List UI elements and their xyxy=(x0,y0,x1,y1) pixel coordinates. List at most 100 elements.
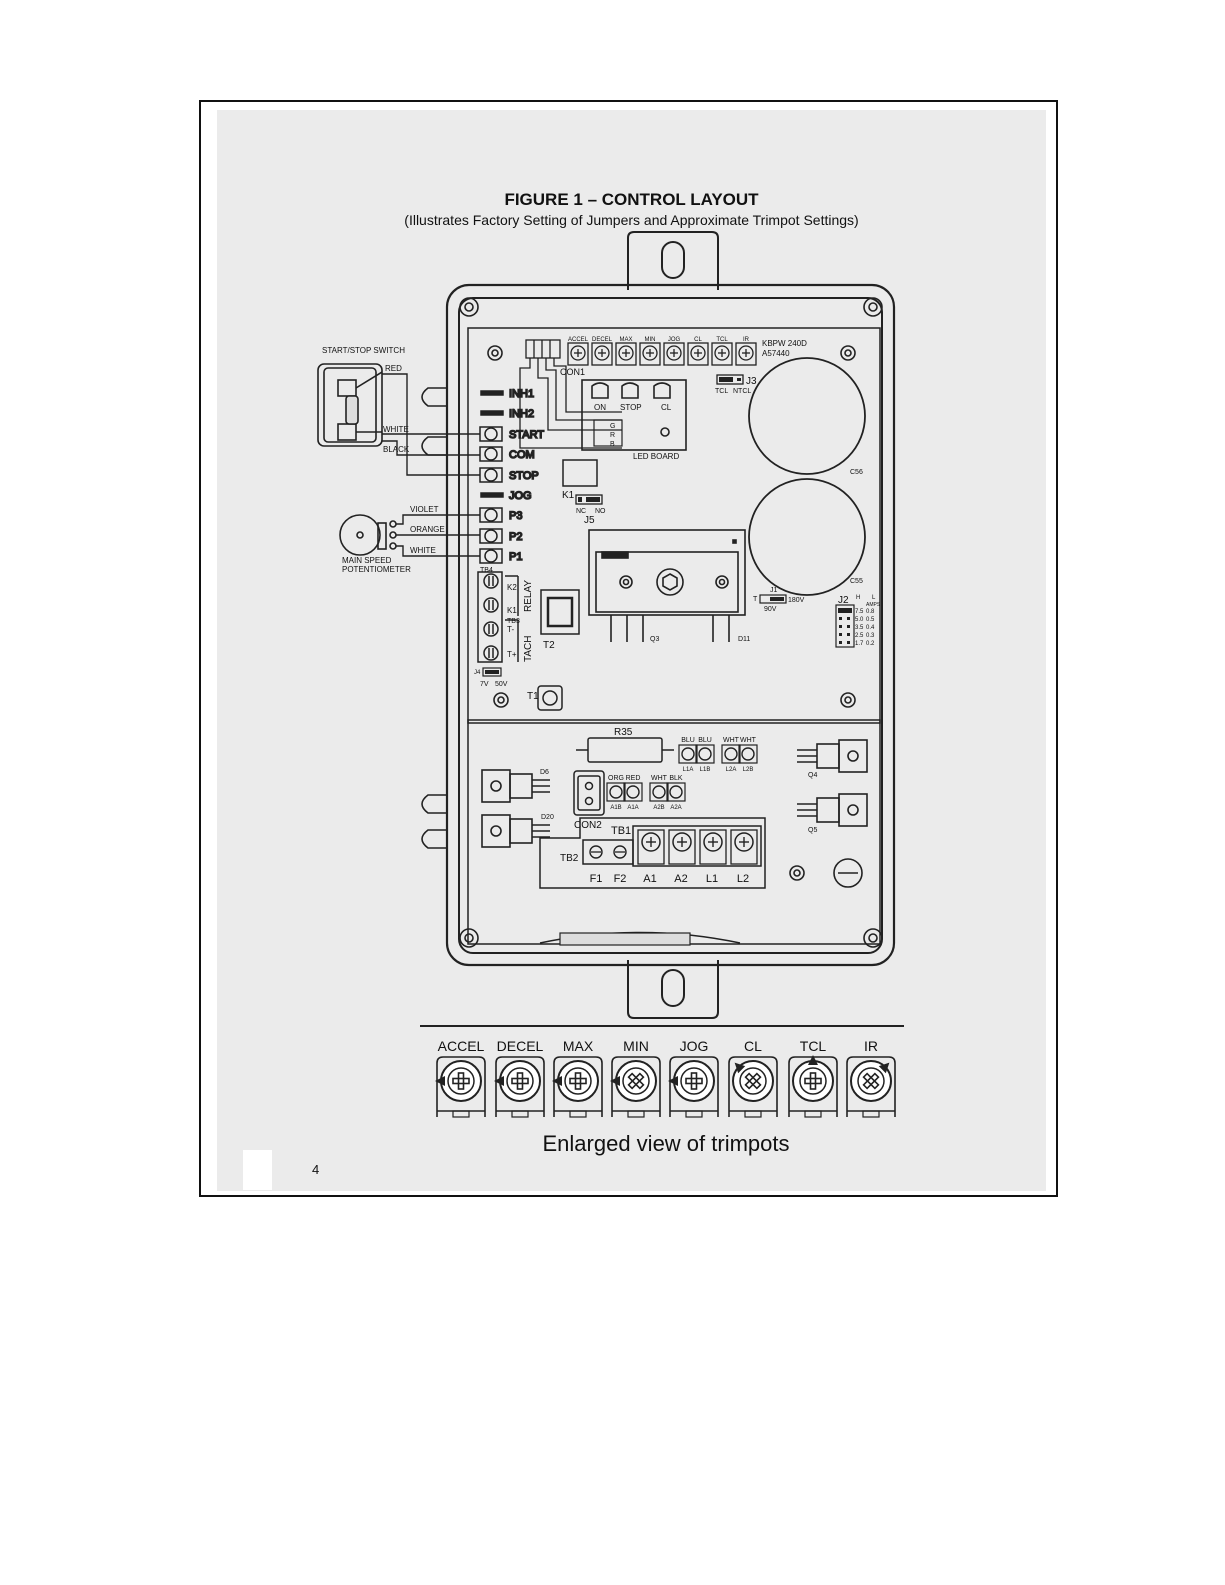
j1-option-90v: 90V xyxy=(764,606,777,613)
corner-screw-icon xyxy=(459,297,479,317)
wire-pin-label: A1A xyxy=(627,805,638,811)
wire-pin-label: L1A xyxy=(683,767,694,773)
terminal-l2: L2 xyxy=(730,829,758,885)
trimpot-indicator-icon xyxy=(435,1076,445,1086)
trimpot-max: MAX xyxy=(552,1038,603,1118)
terminal-f1: F1 xyxy=(589,845,603,885)
terminal-start: START xyxy=(479,426,545,442)
wire-color-label: BLU xyxy=(681,737,695,744)
k1-label: K1 xyxy=(562,490,575,501)
j4-option-50v: 50V xyxy=(495,681,508,688)
tb1-tb2-block xyxy=(539,817,766,889)
trimpot-label: MIN xyxy=(623,1038,649,1054)
t2-transformer xyxy=(540,589,580,635)
tb4-tb3-block xyxy=(477,571,519,663)
led-cl-label: CL xyxy=(661,403,672,412)
wire-pin-label: L1B xyxy=(700,767,711,773)
t1-label: T1 xyxy=(527,691,539,702)
c56-label: C56 xyxy=(850,469,863,476)
board-trimpot-label: MIN xyxy=(645,337,656,343)
bottom-mounting-tab xyxy=(627,960,719,1019)
con1-connector xyxy=(519,339,622,449)
terminal-a1: A1 xyxy=(637,829,665,885)
j2-label: J2 xyxy=(838,595,849,606)
wire-pin-label: A1B xyxy=(610,805,621,811)
board-trimpot-label: TCL xyxy=(716,337,728,343)
wire-pin-label: L2B xyxy=(743,767,754,773)
terminal-label: INH2 xyxy=(509,408,534,420)
heatsink-assembly xyxy=(588,529,746,642)
tach-label: TACH xyxy=(523,636,534,662)
terminal-stop: STOP xyxy=(479,467,540,483)
enclosure-outer xyxy=(445,283,896,967)
terminal-label: A2 xyxy=(674,873,687,885)
terminal-label: P3 xyxy=(509,510,522,522)
wire-color-label: RED xyxy=(626,775,641,782)
enclosure-inner xyxy=(458,297,883,954)
j2-amps-high: 3.5 xyxy=(855,625,864,631)
j3-option-tcl: TCL xyxy=(715,388,728,395)
relay-label: RELAY xyxy=(523,580,534,612)
trimpot-jog: JOG xyxy=(668,1038,719,1118)
wire-white-pot-label: WHITE xyxy=(410,546,436,555)
bottom-access xyxy=(559,932,691,946)
lower-compartment xyxy=(467,719,881,945)
capacitor-c55 xyxy=(748,478,866,596)
d6-label: D6 xyxy=(540,769,549,776)
wire-violet-label: VIOLET xyxy=(410,505,439,514)
fuse-holder-icon xyxy=(833,858,863,888)
terminal-a2: A2 xyxy=(668,829,696,885)
wire-color-label: BLK xyxy=(669,775,683,782)
k1-term-label: K1 xyxy=(507,606,517,615)
tminus-label: T- xyxy=(507,625,514,634)
model-line2: A57440 xyxy=(762,349,790,358)
j5-option-no: NO xyxy=(595,508,606,515)
terminal-label: A1 xyxy=(643,873,656,885)
trimpot-label: ACCEL xyxy=(438,1038,485,1054)
trimpot-label: DECEL xyxy=(497,1038,544,1054)
pot-wiring xyxy=(396,514,480,557)
board-trimpot-tcl: TCL xyxy=(711,337,733,366)
terminal-label: F1 xyxy=(590,873,603,885)
wire-pin-label: A2B xyxy=(653,805,664,811)
board-trimpot-label: IR xyxy=(743,337,750,343)
k2-label: K2 xyxy=(507,583,517,592)
q5-label: Q5 xyxy=(808,827,817,834)
j5-option-nc: NC xyxy=(576,508,586,515)
terminal-label: L2 xyxy=(737,873,749,885)
terminal-label: INH1 xyxy=(509,388,534,400)
model-line1: KBPW 240D xyxy=(762,339,807,348)
terminal-p3: P3 xyxy=(479,507,523,523)
j1-label: J1 xyxy=(770,587,778,594)
board-trimpot-label: DECEL xyxy=(592,337,613,343)
mounting-hole-icon xyxy=(789,865,805,881)
q3-label: Q3 xyxy=(650,636,659,643)
trimpot-label: TCL xyxy=(800,1038,827,1054)
j3-option-ntcl: NTCL xyxy=(733,388,751,395)
d11-label: D11 xyxy=(738,636,750,643)
wire-color-label: ORG xyxy=(608,775,624,782)
trimpot-ir: IR xyxy=(846,1038,896,1118)
j2-amps-high: 7.5 xyxy=(855,609,864,615)
con2-label: CON2 xyxy=(574,820,602,831)
wire-white-label: WHITE xyxy=(383,425,409,434)
trimpot-indicator-icon xyxy=(610,1076,620,1086)
led-color-g: G xyxy=(610,423,615,430)
tplus-label: T+ xyxy=(507,650,517,659)
board-trimpot-label: ACCEL xyxy=(568,337,589,343)
scanned-page: FIGURE 1 – CONTROL LAYOUT (Illustrates F… xyxy=(217,110,1046,1191)
led-color-r: R xyxy=(610,432,615,439)
board-trimpot-label: MAX xyxy=(619,337,632,343)
q4-label: Q4 xyxy=(808,772,817,779)
t1-component xyxy=(537,685,563,711)
d20-label: D20 xyxy=(541,814,554,821)
j2-header-l: L xyxy=(872,595,876,601)
corner-screws xyxy=(459,297,883,948)
